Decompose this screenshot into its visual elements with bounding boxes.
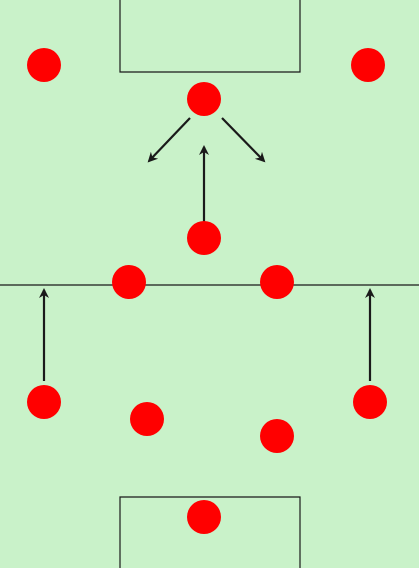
player-forward (187, 82, 221, 116)
movement-arrows (39, 117, 375, 381)
player-left-central-midfielder (112, 265, 146, 299)
top-penalty-box (119, 0, 301, 73)
player-goalkeeper (187, 500, 221, 534)
player-left-winger (27, 48, 61, 82)
player-attacking-midfielder (187, 221, 221, 255)
forward-run-left-arrow (147, 117, 191, 163)
forward-run-right-arrow (221, 117, 266, 163)
player-right-winger (351, 48, 385, 82)
player-right-centre-back (260, 419, 294, 453)
player-left-centre-back (130, 402, 164, 436)
players (27, 48, 387, 534)
bottom-penalty-box (119, 496, 301, 568)
player-right-central-midfielder (260, 265, 294, 299)
player-right-back (353, 385, 387, 419)
player-left-back (27, 385, 61, 419)
